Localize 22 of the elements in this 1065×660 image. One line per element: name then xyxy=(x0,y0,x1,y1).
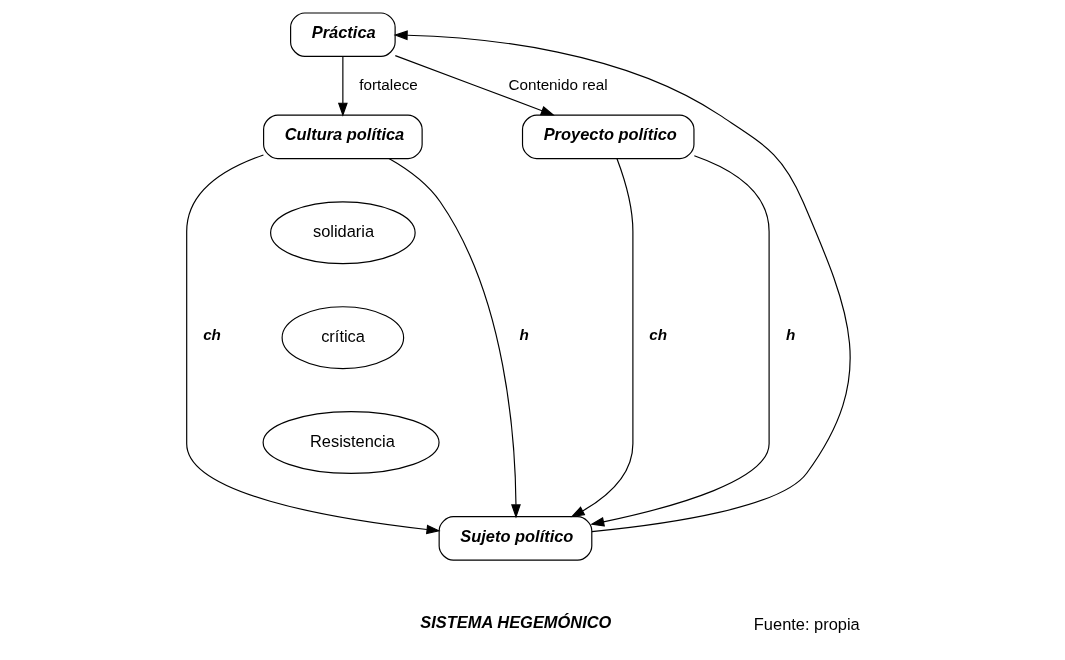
arrow xyxy=(388,158,521,519)
arrow xyxy=(337,55,348,117)
edge-label: fortalece xyxy=(359,75,418,93)
arrow xyxy=(186,154,441,535)
node-ellipse: Resistencia xyxy=(262,411,440,475)
edge-label: Contenido real xyxy=(508,75,608,93)
node-box: Práctica xyxy=(290,12,396,57)
node-box: Sujeto político xyxy=(438,516,593,561)
arrow xyxy=(394,55,555,116)
arrow xyxy=(393,30,851,533)
edge-label: ch xyxy=(649,326,668,344)
label: SISTEMA HEGEMÓNICO xyxy=(420,613,612,632)
node-box: Proyecto político xyxy=(521,114,695,160)
label: Fuente: propia xyxy=(753,614,860,633)
arrow xyxy=(570,158,634,518)
edge-label: ch xyxy=(203,326,221,344)
node-box: Cultura política xyxy=(263,114,423,160)
edge-label: h xyxy=(786,326,796,344)
arrow xyxy=(590,155,770,527)
edge-label: h xyxy=(519,326,529,344)
node-ellipse: solidaria xyxy=(270,201,416,265)
node-ellipse: crítica xyxy=(281,306,405,370)
